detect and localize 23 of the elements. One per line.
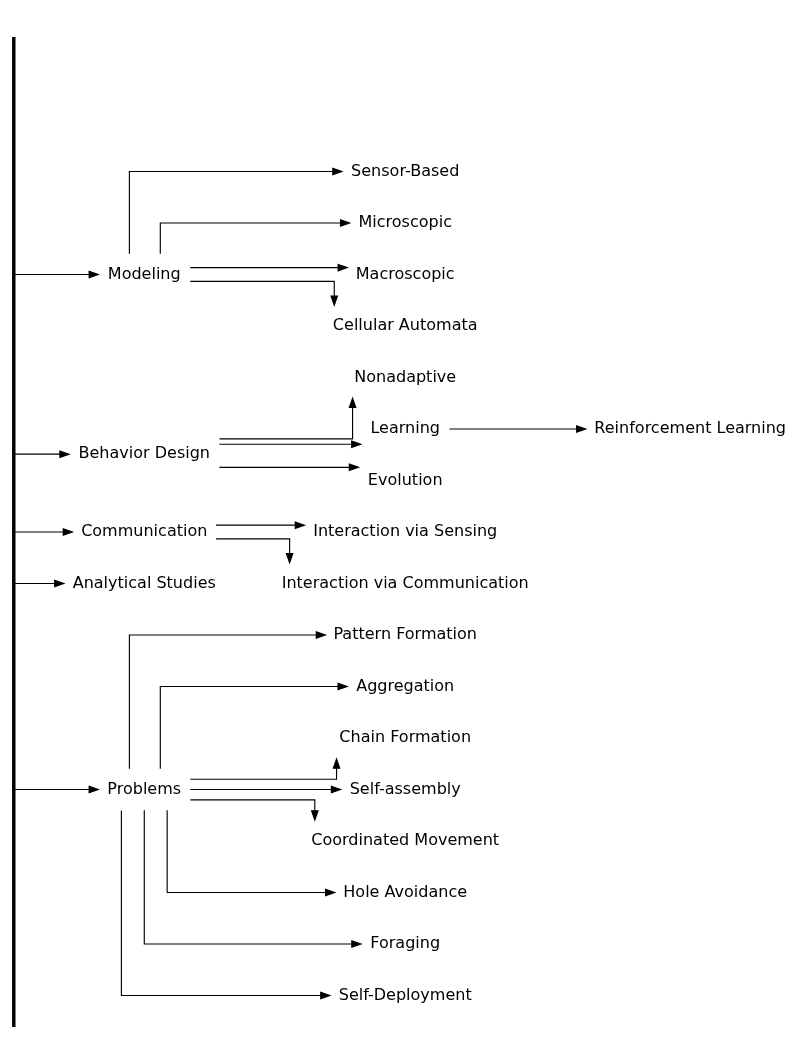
node-text: Interaction via Sensing [313, 521, 498, 541]
node-text: Self-assembly [349, 778, 461, 798]
node-text: Reinforcement Learning [594, 418, 787, 438]
node-text: Sensor-Based [351, 160, 460, 180]
node-text: Macroscopic [355, 263, 455, 283]
node-text: Cellular Automata [332, 315, 478, 335]
node-text: Nonadaptive [354, 366, 457, 386]
node-text: Modeling [107, 263, 181, 283]
node-text: Chain Formation [339, 727, 472, 747]
node-text: Problems [107, 778, 182, 798]
node-text: Foraging [370, 933, 441, 953]
node-text: Hole Avoidance [343, 881, 468, 901]
node-text: Analytical Studies [72, 572, 216, 592]
node-text: Behavior Design [78, 443, 211, 463]
node-text: Communication [81, 521, 208, 541]
node-text: Aggregation [356, 675, 455, 695]
node-text: Microscopic [358, 212, 452, 232]
node-text: Self-Deployment [338, 984, 472, 1004]
node-text: Coordinated Movement [311, 830, 500, 850]
node-text: Pattern Formation [333, 624, 477, 644]
node-text: Learning [370, 418, 440, 438]
node-text: Interaction via Communication [281, 572, 529, 592]
node-text: Evolution [367, 469, 443, 489]
